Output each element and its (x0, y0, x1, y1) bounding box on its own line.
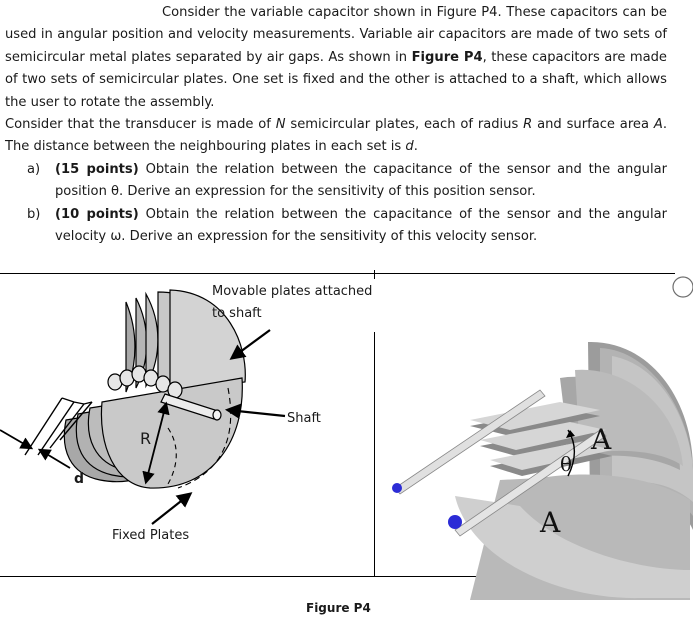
rendered-shaft-lower (454, 429, 607, 537)
gap-label: d (74, 471, 85, 487)
definition-period: . (413, 139, 418, 155)
radius-arrow (142, 401, 170, 485)
figure-divider (374, 332, 375, 576)
figure-bottom-rule (0, 576, 675, 577)
problem-intro-text: Consider the variable capacitor shown in… (5, 5, 667, 65)
plate-dashed-outline (177, 387, 232, 489)
movable-plates-arrow (229, 329, 271, 360)
shaft-label: Shaft (287, 411, 321, 426)
definition-text: semicircular plates, each of radius (290, 117, 519, 133)
movable-plates (125, 289, 246, 393)
gap-arrow-left (0, 429, 34, 450)
movable-plates-label-line1: Movable plates attached (212, 284, 373, 299)
figure-top-rule (0, 273, 675, 274)
problem-text: Consider the variable capacitor shown in… (5, 2, 667, 248)
question-marker: a) (27, 161, 41, 177)
fixed-plates (63, 377, 243, 489)
radius-dashed-outline (167, 427, 177, 485)
rendered-disc (575, 369, 683, 466)
capacitor-illustrations: θ A A (0, 276, 693, 600)
question-text: Obtain the relation between the capacita… (55, 161, 667, 200)
shaft-end (212, 409, 222, 421)
radius-label: R (140, 429, 152, 448)
left-capacitor-drawing (0, 289, 286, 525)
fixed-sector-rendered (455, 496, 690, 599)
theta-label: θ (560, 452, 572, 476)
theta-arrow-head (566, 430, 575, 438)
definition-text: and surface area (537, 117, 650, 133)
symbol-d: d (405, 139, 414, 155)
corner-circle-marker (672, 276, 693, 298)
fixed-plates-arrow (151, 492, 193, 525)
question-a: a) (15 points) Obtain the relation betwe… (27, 159, 667, 204)
question-text: Obtain the relation between the capacita… (55, 206, 667, 245)
area-label-bottom: A (539, 506, 561, 539)
area-label-top: A (590, 423, 612, 456)
question-marker: b) (27, 206, 41, 222)
question-body: (10 points) Obtain the relation between … (55, 204, 667, 249)
problem-definition: Consider that the transducer is made of … (5, 114, 667, 159)
movable-plates-label-line2: to shaft (212, 306, 262, 321)
definition-text: . The distance between the neighbouring … (5, 117, 667, 155)
gap-arrow-right (37, 448, 71, 469)
figure-reference: Figure P4 (411, 49, 483, 65)
figure-caption: Figure P4 (306, 601, 371, 615)
symbol-R: R (523, 117, 533, 133)
plate-spacers (107, 365, 183, 399)
problem-intro: Consider the variable capacitor shown in… (5, 2, 667, 114)
shaft-tip-bottom (448, 515, 462, 529)
shaft-tip-top (392, 483, 402, 493)
question-points: (10 points) (55, 206, 139, 222)
plate-slab-top (480, 422, 606, 450)
shaft-arrow (224, 403, 286, 419)
problem-intro-end: , these capacitors are made of two sets … (5, 49, 667, 110)
question-body: (15 points) Obtain the relation between … (55, 159, 667, 204)
fixed-plates-label: Fixed Plates (112, 528, 190, 543)
right-capacitor-rendering (392, 276, 693, 600)
symbol-A: A (653, 117, 663, 133)
question-points: (15 points) (55, 161, 139, 177)
figure-p4: θ A A Movable plates attached to shaft S… (0, 270, 693, 619)
question-b: b) (10 points) Obtain the relation betwe… (27, 204, 667, 249)
definition-text: Consider that the transducer is made of (5, 117, 271, 133)
symbol-N: N (275, 117, 286, 133)
movable-plate (169, 289, 246, 391)
figure-divider-tick (374, 270, 375, 279)
movable-plates-label: Movable plates attached to shaft (212, 281, 372, 325)
